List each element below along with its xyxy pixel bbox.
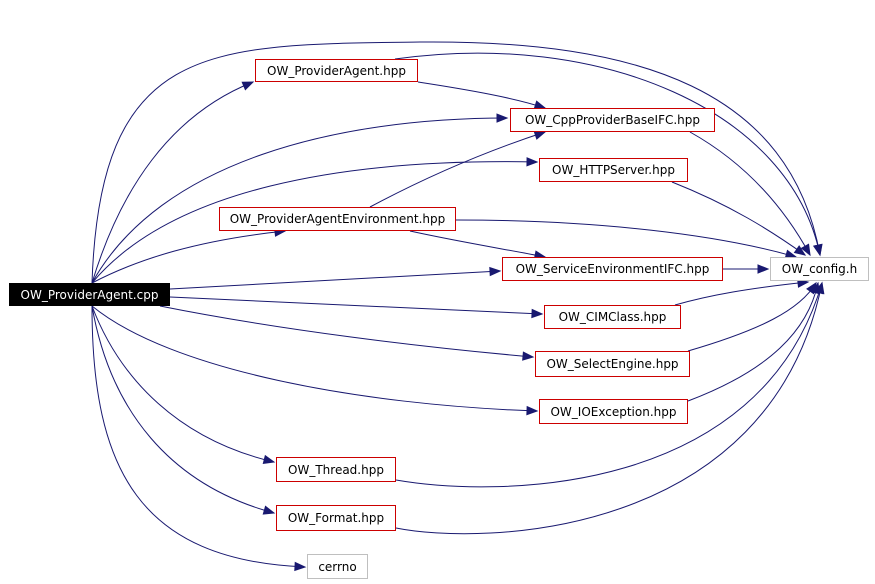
edge-line xyxy=(394,52,821,256)
edge-provideragent-hpp-to-config-h xyxy=(394,52,823,257)
edge-arrowhead xyxy=(815,281,825,295)
edge-line xyxy=(91,305,275,463)
edge-root-to-cimclass-hpp xyxy=(169,296,544,319)
edge-root-to-format-hpp xyxy=(91,305,276,515)
edge-arrowhead xyxy=(522,351,535,361)
edge-arrowhead xyxy=(812,243,823,257)
edge-line xyxy=(91,41,821,284)
edge-root-to-provideragent-hpp xyxy=(91,81,255,284)
edge-arrowhead xyxy=(241,81,255,91)
node-ow-format-hpp[interactable]: OW_Format.hpp xyxy=(276,505,396,531)
edge-provideragentenv-to-cppproviderbase-hpp xyxy=(369,130,547,208)
edge-serviceenv-to-config-h xyxy=(723,264,770,274)
edge-line xyxy=(369,131,546,208)
node-ow-provideragentenvironment-hpp[interactable]: OW_ProviderAgentEnvironment.hpp xyxy=(219,207,456,231)
edge-line xyxy=(395,282,823,488)
edge-arrowhead xyxy=(496,113,509,123)
edge-provideragent-hpp-to-cppproviderbase-hpp xyxy=(417,81,547,110)
node-ow-serviceenvironmentifc-hpp[interactable]: OW_ServiceEnvironmentIFC.hpp xyxy=(502,257,723,281)
edge-provideragentenv-to-config-h xyxy=(455,219,798,259)
edge-line xyxy=(417,81,546,109)
edge-arrowhead xyxy=(793,245,807,256)
node-ow-cimclass-hpp[interactable]: OW_CIMClass.hpp xyxy=(544,305,681,329)
edge-root-to-ioexception-hpp xyxy=(91,305,539,416)
edge-cppproviderbase-to-config-h xyxy=(689,131,811,257)
edge-line xyxy=(169,270,501,290)
edge-root-to-provideragentenv-hpp xyxy=(91,227,287,284)
edge-root-to-cppproviderbase-hpp xyxy=(91,113,509,284)
edge-root-to-selectengine-hpp xyxy=(159,305,535,361)
edge-selectengine-to-config-h xyxy=(687,281,817,352)
edge-line xyxy=(671,181,806,256)
edge-line xyxy=(687,282,817,352)
edge-arrowhead xyxy=(262,505,276,515)
edge-line xyxy=(91,305,275,514)
edge-root-to-cerrno xyxy=(91,305,307,572)
edge-line xyxy=(159,305,534,358)
edge-line xyxy=(455,219,797,258)
edge-line xyxy=(91,305,538,412)
edge-arrowhead xyxy=(800,243,811,257)
node-ow-config-h: OW_config.h xyxy=(770,257,869,281)
edge-provideragentenv-to-serviceenv-hpp xyxy=(409,230,547,260)
edge-line xyxy=(91,117,508,284)
edge-line xyxy=(689,131,811,256)
edge-arrowhead xyxy=(531,308,544,319)
edge-line xyxy=(169,296,543,315)
edge-line xyxy=(91,230,286,284)
edge-line xyxy=(409,230,546,258)
edge-arrowhead xyxy=(526,405,539,416)
edge-arrowhead xyxy=(526,157,539,167)
edge-root-to-thread-hpp xyxy=(91,305,276,465)
node-ow-selectengine-hpp[interactable]: OW_SelectEngine.hpp xyxy=(535,351,690,377)
node-ow-ioexception-hpp[interactable]: OW_IOException.hpp xyxy=(539,399,688,424)
edge-httpserver-to-config-h xyxy=(671,181,807,256)
node-ow-thread-hpp[interactable]: OW_Thread.hpp xyxy=(276,457,396,482)
edge-arrowhead xyxy=(757,264,770,274)
edge-arrowhead xyxy=(533,130,547,140)
edge-arrowhead xyxy=(294,561,307,572)
edge-line xyxy=(687,282,819,402)
edge-root-to-serviceenv-hpp xyxy=(169,266,502,290)
node-cerrno: cerrno xyxy=(307,554,368,579)
edge-cimclass-to-config-h xyxy=(674,278,810,306)
edge-arrowhead xyxy=(262,454,276,465)
edge-format-to-config-h xyxy=(395,281,825,535)
edge-ioexception-to-config-h xyxy=(687,281,820,402)
edge-line xyxy=(91,81,254,284)
node-ow-provideragent-hpp[interactable]: OW_ProviderAgent.hpp xyxy=(255,59,418,82)
edge-root-to-httpserver-hpp xyxy=(91,157,539,284)
edge-line xyxy=(395,282,823,535)
node-ow-provideragent-cpp: OW_ProviderAgent.cpp xyxy=(9,283,170,306)
node-ow-cppproviderbaseifc-hpp[interactable]: OW_CppProviderBaseIFC.hpp xyxy=(510,108,715,132)
edge-line xyxy=(91,161,538,284)
edge-line xyxy=(91,305,306,568)
edge-arrowhead xyxy=(489,266,502,277)
edge-line xyxy=(674,281,809,306)
node-ow-httpserver-hpp[interactable]: OW_HTTPServer.hpp xyxy=(539,158,688,182)
